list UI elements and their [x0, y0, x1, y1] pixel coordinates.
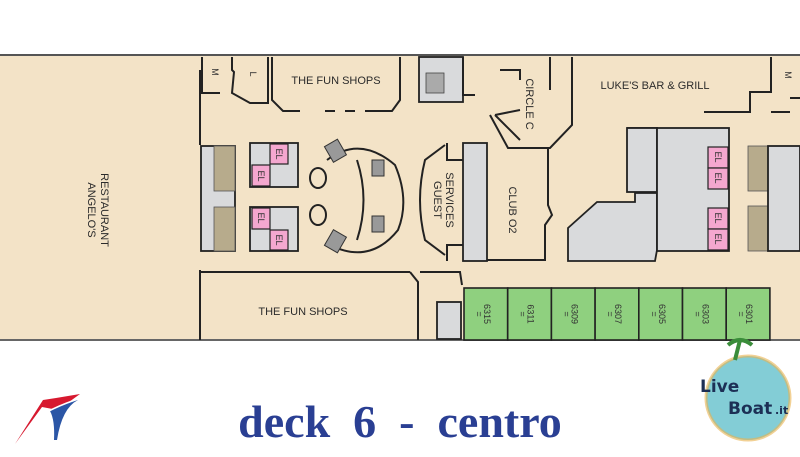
deck-title: deck 6 - centro	[238, 396, 562, 447]
elevator-label: EL	[713, 233, 723, 244]
elevator-label: EL	[713, 172, 723, 183]
bed-icon: =	[693, 311, 703, 316]
elevator-label: EL	[274, 148, 284, 159]
angelos-restaurant: ANGELO'S RESTAURANT	[85, 70, 201, 340]
carnival-logo	[15, 394, 80, 444]
cabin	[637, 287, 684, 341]
cabin-number: 6301	[744, 304, 754, 324]
circle-c-label: CIRCLE C	[523, 78, 535, 129]
atrium	[309, 138, 405, 254]
fun-shops-bottom: THE FUN SHOPS	[200, 271, 463, 340]
cabin	[594, 287, 640, 341]
restroom-ladies-label: L	[248, 71, 258, 76]
cabin	[725, 287, 771, 341]
restroom-men-label: M	[210, 68, 220, 76]
stairs-elevators-forward: EL EL EL EL	[200, 142, 299, 252]
club-o2-label: CLUB O2	[506, 186, 518, 233]
cabin-number: 6309	[569, 304, 579, 324]
restrooms-forward: M L	[201, 57, 269, 104]
watermark-live: Live	[700, 377, 739, 397]
circle-c: CIRCLE C	[489, 57, 573, 149]
elevator-label: EL	[256, 212, 266, 223]
cabin-number: 6307	[613, 304, 623, 324]
bed-icon: =	[736, 311, 746, 316]
elevator-label: EL	[713, 151, 723, 162]
club-o2: CLUB O2	[487, 148, 554, 261]
guest-services: GUEST SERVICES	[419, 142, 488, 262]
lukes-bar-and-grill: LUKE'S BAR & GRILL M	[600, 57, 800, 113]
guest-services-label-2: SERVICES	[443, 172, 455, 227]
bed-icon: =	[605, 311, 615, 316]
elevator-label: EL	[274, 234, 284, 245]
angelos-label-1: ANGELO'S	[85, 182, 97, 237]
lukes-bar-label: LUKE'S BAR & GRILL	[600, 80, 709, 92]
fun-shops-bottom-label: THE FUN SHOPS	[258, 306, 347, 318]
elevator-label: EL	[256, 170, 266, 181]
elevator-label: EL	[713, 212, 723, 223]
bed-icon: =	[518, 311, 528, 316]
bed-icon: =	[649, 311, 659, 316]
watermark-boat: Boat	[728, 399, 772, 419]
cabin-row: =6315=6311=6309=6307=6305=6303=6301	[463, 287, 771, 341]
angelos-label-2: RESTAURANT	[98, 173, 110, 247]
bed-icon: =	[561, 311, 571, 316]
cabin-number: 6305	[657, 304, 667, 324]
cabin	[681, 287, 728, 341]
cabin-number: 6303	[701, 304, 711, 324]
service-block-aft: EL EL EL EL	[567, 127, 800, 262]
bed-icon: =	[474, 311, 484, 316]
fun-shops-top: THE FUN SHOPS	[271, 57, 401, 112]
stairwell-forward	[418, 56, 521, 141]
cabin-number: 6311	[526, 304, 536, 323]
restroom-men-aft-label: M	[783, 71, 793, 79]
guest-services-label-1: GUEST	[431, 181, 443, 219]
cabin-number: 6315	[482, 304, 492, 324]
liveboat-watermark: Live Boat .it	[700, 338, 792, 442]
watermark-suffix: .it	[775, 404, 788, 417]
fun-shops-top-label: THE FUN SHOPS	[291, 75, 380, 87]
